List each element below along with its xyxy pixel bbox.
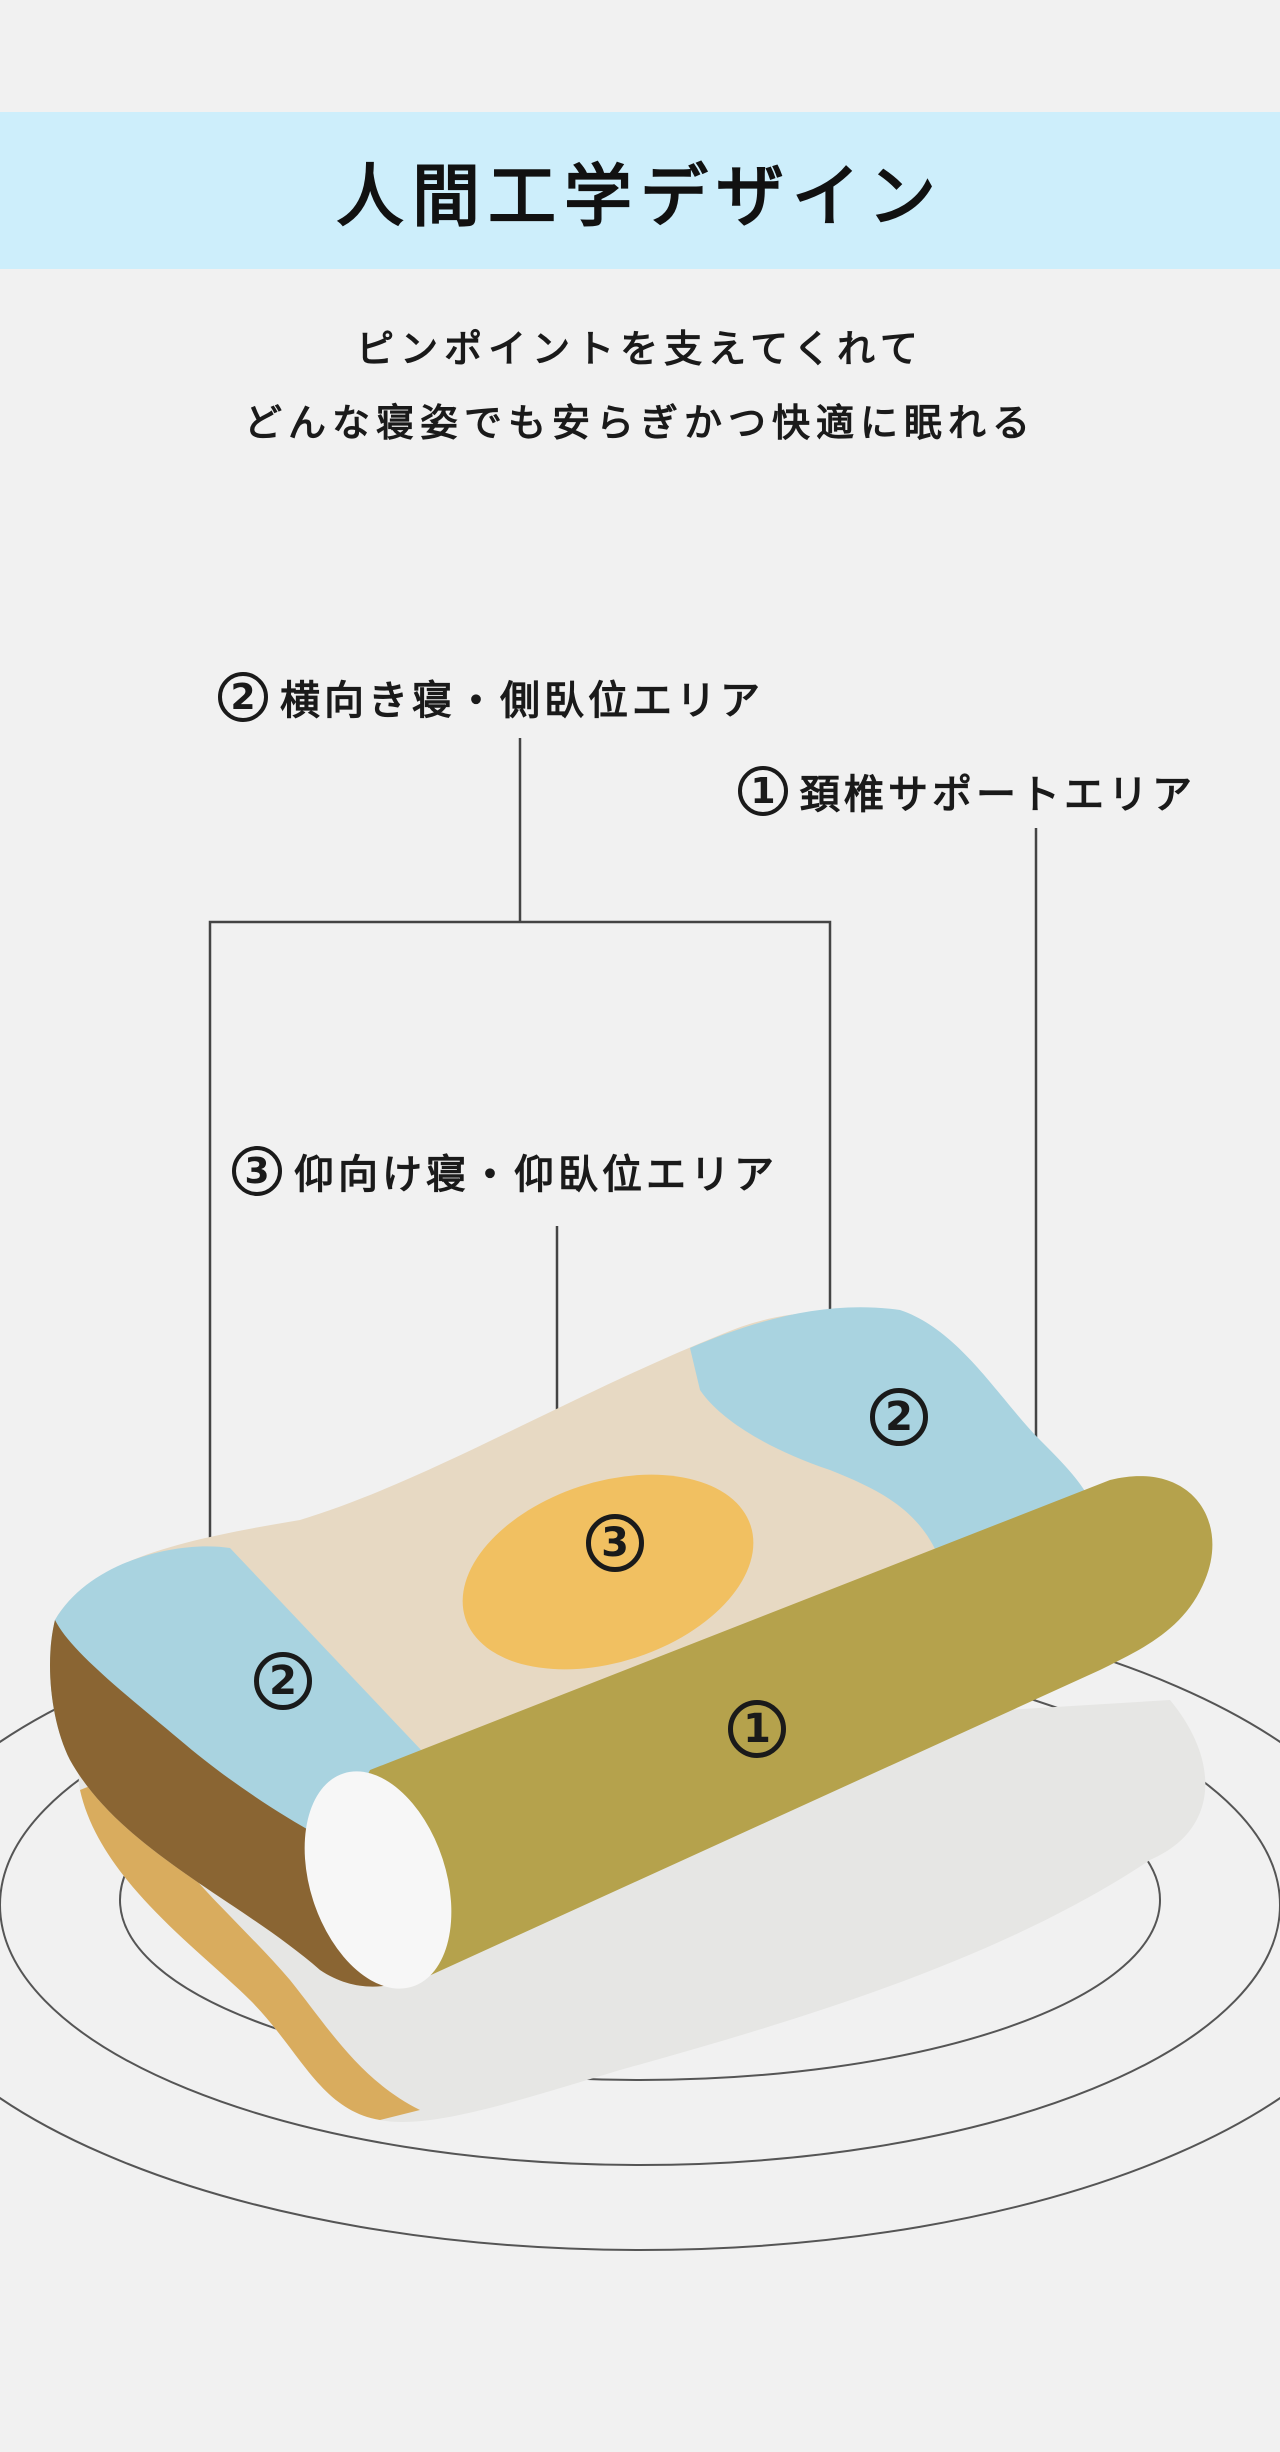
intro-line-2: どんな寝姿でも安らぎかつ快適に眠れる [243, 400, 1036, 445]
number-3-icon: 3 [232, 1146, 282, 1196]
intro-line-1: ピンポイントを支えてくれて [356, 326, 924, 371]
header-banner: 人間工学デザイン [0, 112, 1280, 269]
number-2-icon: 2 [218, 672, 268, 722]
marker-2-right: 2 [870, 1388, 928, 1446]
marker-2-left: 2 [254, 1652, 312, 1710]
label-side-sleep-area: 2 横向き寝・側臥位エリア [218, 668, 764, 726]
label-back-sleep-area: 3 仰向け寝・仰臥位エリア [232, 1142, 778, 1200]
marker-1: 1 [728, 1700, 786, 1758]
marker-3: 3 [586, 1514, 644, 1572]
label-neck-support-text: 頚椎サポートエリア [800, 772, 1196, 818]
label-side-sleep-text: 横向き寝・側臥位エリア [280, 678, 764, 724]
label-neck-support-area: 1 頚椎サポートエリア [738, 762, 1196, 820]
page-title: 人間工学デザイン [335, 157, 944, 237]
label-back-sleep-text: 仰向け寝・仰臥位エリア [294, 1152, 778, 1198]
number-1-icon: 1 [738, 766, 788, 816]
